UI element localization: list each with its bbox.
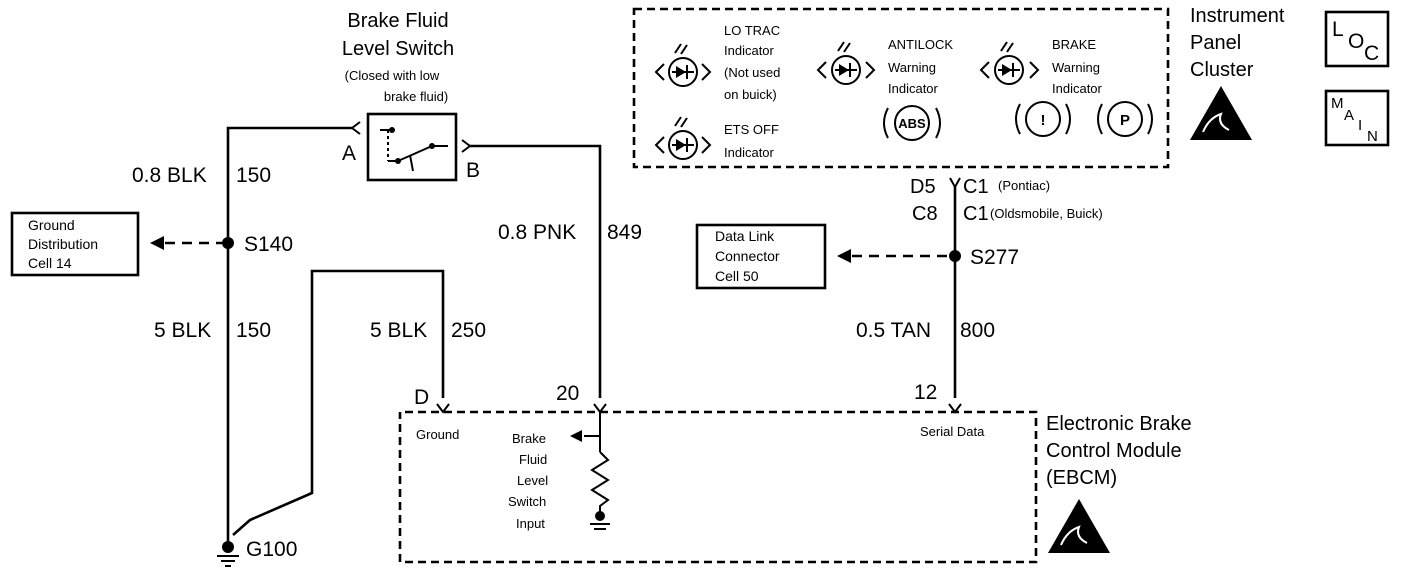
main-letter-m: M bbox=[1331, 95, 1344, 112]
ebcm-input-line-1: Brake bbox=[512, 431, 546, 446]
wire-circuit-5: 800 bbox=[960, 319, 995, 342]
ebcm-pin-12: 12 bbox=[914, 381, 937, 404]
p-symbol-text: P bbox=[1120, 112, 1130, 129]
conn-olds: (Oldsmobile, Buick) bbox=[990, 206, 1103, 221]
ebcm-esd-warning-icon bbox=[1048, 499, 1110, 553]
brake-led-icon bbox=[979, 41, 1040, 85]
conn-pontiac: (Pontiac) bbox=[998, 178, 1050, 193]
ground-dist-line-1: Ground bbox=[28, 217, 75, 233]
switch-title-2: Level Switch bbox=[342, 38, 454, 60]
main-letter-a: A bbox=[1344, 107, 1354, 124]
abs-symbol-text: ABS bbox=[898, 116, 926, 131]
loc-letter-l: L bbox=[1332, 18, 1344, 41]
ground-dist-line-2: Distribution bbox=[28, 236, 98, 252]
brake-line-3: Indicator bbox=[1052, 81, 1103, 96]
conn-c1-a: C1 bbox=[963, 176, 989, 198]
antilock-line-2: Warning bbox=[888, 60, 936, 75]
dlc-line-3: Cell 50 bbox=[715, 268, 759, 284]
ebcm-label-3: (EBCM) bbox=[1046, 467, 1117, 489]
lo-trac-led-icon bbox=[654, 43, 712, 87]
ebcm-input-line-2: Fluid bbox=[519, 452, 547, 467]
ground-dist-line-3: Cell 14 bbox=[28, 255, 72, 271]
ipc-box bbox=[632, 7, 1170, 169]
ebcm-input-line-4: Switch bbox=[508, 494, 546, 509]
loc-letter-c: C bbox=[1364, 42, 1379, 65]
lo-trac-line-2: Indicator bbox=[724, 43, 775, 58]
splice-s140-label: S140 bbox=[244, 233, 293, 256]
brake-exclamation-icon bbox=[1015, 101, 1071, 137]
ground-distribution-box bbox=[10, 211, 140, 277]
antilock-led-icon bbox=[816, 41, 876, 85]
wire-circuit-2: 150 bbox=[236, 319, 271, 342]
splice-s277-label: S277 bbox=[970, 246, 1019, 269]
main-letter-n: N bbox=[1367, 128, 1378, 145]
ebcm-label-1: Electronic Brake bbox=[1046, 413, 1192, 435]
wire-pnk-849 bbox=[470, 144, 602, 398]
loc-letter-o: O bbox=[1348, 30, 1364, 53]
lo-trac-line-4: on buick) bbox=[724, 87, 777, 102]
dlc-box bbox=[695, 223, 827, 290]
main-letter-i: I bbox=[1358, 117, 1362, 134]
switch-note-1: (Closed with low bbox=[345, 68, 440, 83]
brake-line-1: BRAKE bbox=[1052, 37, 1096, 52]
wire-label-5: 0.5 TAN bbox=[856, 319, 931, 342]
ipc-label-1: Instrument bbox=[1190, 5, 1285, 27]
ipc-label-2: Panel bbox=[1190, 32, 1241, 54]
wire-label-2: 5 BLK bbox=[154, 319, 211, 342]
ebcm-pin-20: 20 bbox=[556, 382, 579, 405]
ebcm-input-circuit bbox=[570, 412, 610, 530]
wire-label-3: 5 BLK bbox=[370, 319, 427, 342]
s140-arrow bbox=[150, 236, 164, 250]
switch-title-1: Brake Fluid bbox=[347, 10, 448, 32]
wire-blk-150 bbox=[226, 126, 352, 543]
switch-contacts bbox=[380, 127, 448, 172]
wire-blk-250 bbox=[232, 269, 445, 536]
wire-label-1: 0.8 BLK bbox=[132, 164, 207, 187]
conn-c1-b: C1 bbox=[963, 203, 989, 225]
esd-warning-icon bbox=[1190, 86, 1252, 140]
conn-c8: C8 bbox=[912, 203, 938, 225]
antilock-line-1: ANTILOCK bbox=[888, 37, 953, 52]
loc-badge bbox=[1324, 10, 1390, 68]
lo-trac-line-3: (Not used bbox=[724, 65, 780, 80]
ets-off-line-1: ETS OFF bbox=[724, 122, 779, 137]
g100-ground-symbol bbox=[217, 541, 239, 567]
s277-arrow bbox=[837, 249, 851, 263]
conn-d5: D5 bbox=[910, 176, 936, 198]
brake-line-2: Warning bbox=[1052, 60, 1100, 75]
ebcm-input-line-5: Input bbox=[516, 516, 545, 531]
wire-circuit-4: 849 bbox=[607, 221, 642, 244]
splice-s277 bbox=[949, 250, 961, 262]
switch-terminal-b: B bbox=[466, 159, 480, 182]
ebcm-label-2: Control Module bbox=[1046, 440, 1182, 462]
ebcm-ground-label: Ground bbox=[416, 427, 459, 442]
ets-off-line-2: Indicator bbox=[724, 145, 775, 160]
exclamation-symbol-text: ! bbox=[1041, 112, 1046, 129]
splice-s140 bbox=[222, 237, 234, 249]
ebcm-input-line-3: Level bbox=[517, 473, 548, 488]
ets-off-led-icon bbox=[654, 116, 712, 160]
ebcm-pin-d: D bbox=[414, 386, 429, 409]
ipc-connector-chevron bbox=[949, 177, 961, 190]
abs-warning-icon bbox=[883, 105, 941, 141]
ebcm-serial-label: Serial Data bbox=[920, 424, 985, 439]
dlc-line-2: Connector bbox=[715, 248, 780, 264]
wire-circuit-3: 250 bbox=[451, 319, 486, 342]
parking-brake-icon bbox=[1097, 101, 1153, 137]
wire-circuit-1: 150 bbox=[236, 164, 271, 187]
switch-note-2: brake fluid) bbox=[384, 89, 448, 104]
dlc-line-1: Data Link bbox=[715, 228, 775, 244]
lo-trac-line-1: LO TRAC bbox=[724, 23, 780, 38]
ground-g100-label: G100 bbox=[246, 538, 297, 561]
ipc-label-3: Cluster bbox=[1190, 59, 1254, 81]
connector-a-chevron bbox=[350, 121, 361, 135]
connector-b-chevron bbox=[461, 139, 472, 153]
ebcm-box bbox=[398, 410, 1038, 564]
antilock-line-3: Indicator bbox=[888, 81, 939, 96]
switch-terminal-a: A bbox=[342, 142, 356, 165]
main-badge bbox=[1324, 89, 1390, 147]
wire-label-4: 0.8 PNK bbox=[498, 221, 576, 244]
